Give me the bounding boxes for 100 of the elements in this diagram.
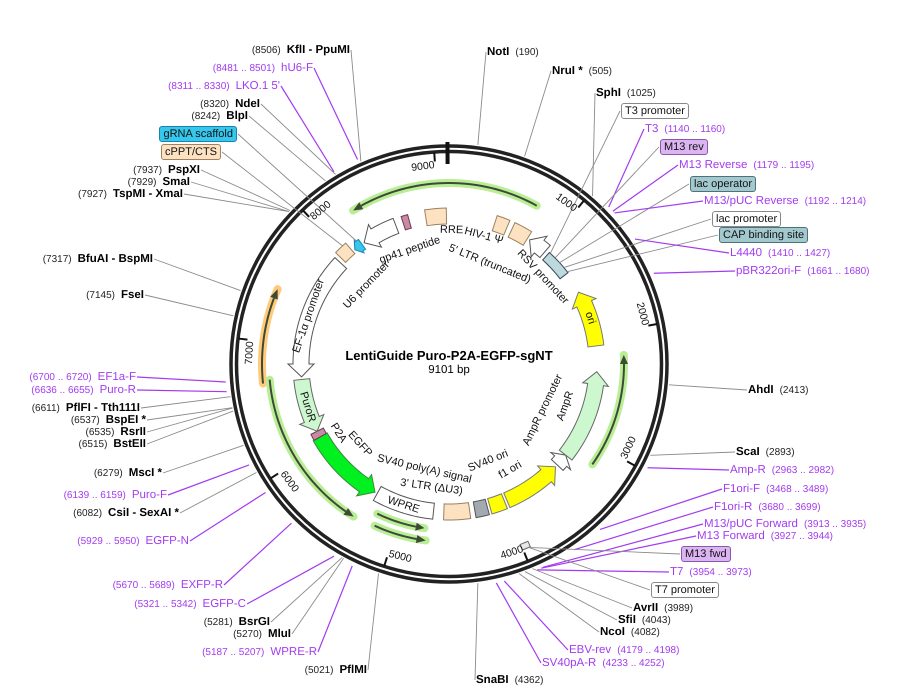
leader-line (270, 557, 343, 622)
leader-line (541, 535, 696, 569)
site-position: (6279) (94, 468, 123, 479)
enzyme-name: BsrGI (238, 616, 270, 628)
leader-line (634, 238, 730, 254)
primer-range: (6700 .. 6720) (29, 372, 92, 383)
site-position: (7317) (42, 254, 72, 265)
primer-range: (3468 .. 3489) (766, 484, 828, 495)
leader-line (146, 410, 234, 444)
leader-line (528, 546, 680, 554)
feature-label: WPRE (386, 494, 421, 516)
leader-line (168, 464, 250, 496)
site-position: (4043) (642, 615, 671, 626)
primer-range: (4233 .. 4252) (602, 658, 665, 669)
site-position: (6082) (73, 508, 102, 519)
primer-range: (3913 .. 3935) (804, 519, 866, 530)
leader-line (668, 384, 748, 390)
leader-line (518, 573, 600, 632)
site-position: (8506) (252, 45, 281, 56)
leader-line (368, 573, 379, 670)
leader-line (154, 258, 241, 292)
scale-label: 3000 (619, 435, 640, 462)
enzyme-name: SnaBI (476, 674, 509, 686)
leader-line (504, 580, 568, 650)
leader-line (136, 389, 227, 392)
site-position: (7145) (86, 290, 115, 301)
primer-range: (3927 .. 3944) (770, 531, 834, 542)
leader-line (554, 146, 660, 258)
enzyme-name: KflI - PpuMI (286, 44, 350, 56)
primer-name: LKO.1 5' (236, 80, 280, 92)
feature-tag: T3 promoter (621, 103, 689, 119)
leader-line (474, 582, 478, 680)
leader-line (224, 522, 292, 586)
enzyme-name: MluI (268, 628, 291, 640)
leader-line (550, 110, 620, 254)
leader-line (559, 184, 690, 264)
site-position: (7937) (133, 165, 162, 176)
leader-line (532, 568, 632, 608)
primer-name: EF1a-F (98, 371, 136, 383)
primer-name: EBV-rev (569, 644, 612, 656)
primer-name: F1ori-R (714, 501, 752, 513)
primer-name: hU6-F (281, 62, 313, 74)
primer-name: F1ori-F (723, 483, 760, 495)
enzyme-name: SmaI (162, 176, 190, 188)
feature-tag: lac promoter (712, 211, 782, 227)
primer-range: (8311 .. 8330) (168, 81, 230, 92)
leader-line (592, 92, 596, 196)
enzyme-name: FseI (120, 289, 144, 301)
primer-range: (1179 .. 1195) (753, 160, 814, 171)
feature-tag: M13 fwd (681, 546, 731, 562)
leader-line (496, 582, 542, 664)
leader-line (136, 376, 226, 383)
leader-line (180, 472, 257, 514)
scale-label: 2000 (633, 302, 650, 327)
leader-line (524, 571, 618, 620)
site-position: (6611) (32, 403, 60, 414)
feature-box (334, 242, 356, 264)
enzyme-name: ScaI (736, 446, 760, 458)
primer-range: (3954 .. 3973) (689, 567, 752, 578)
leader-line (144, 294, 234, 316)
primer-name: SV40pA-R (542, 657, 596, 669)
scaffold-feature (354, 238, 366, 254)
leader-line (280, 86, 334, 172)
feature-tag: T7 promoter (651, 582, 719, 598)
feature-tag: lac operator (690, 176, 756, 192)
leader-line (162, 444, 244, 474)
enzyme-name: CsiI - SexAI * (108, 507, 179, 519)
leader-line (650, 452, 736, 456)
enzyme-name: BfuAI - BspMI (78, 253, 153, 265)
leader-line (350, 50, 362, 162)
enzyme-name: NdeI (235, 98, 260, 110)
primer-name: L4440 (730, 247, 762, 259)
leader-line (528, 546, 650, 590)
enzyme-name: BlpI (226, 110, 248, 122)
leader-line (190, 182, 290, 212)
leader-line (292, 558, 344, 634)
primer-range: (1192 .. 1214) (804, 196, 866, 207)
enzyme-name: AhdI (748, 384, 774, 396)
primer-range: (2963 .. 2982) (772, 465, 834, 476)
leader-line (654, 270, 736, 274)
scale-label: 1000 (553, 192, 579, 214)
primer-name: Puro-R (100, 384, 136, 396)
enzyme-name: PflMI (340, 664, 367, 676)
leader-line (542, 523, 704, 568)
enzyme-name: TspMI - XmaI (112, 188, 183, 200)
scale-label: 5000 (388, 548, 413, 566)
leader-line (260, 104, 336, 175)
map-title: LentiGuide Puro-P2A-EGFP-sgNT (345, 348, 553, 363)
site-position: (8320) (200, 99, 230, 110)
leader-line (608, 128, 645, 208)
site-position: (5270) (233, 629, 262, 640)
enzyme-name: NcoI (600, 626, 625, 638)
enzyme-name: RsrII (120, 426, 146, 438)
leader-line (524, 70, 552, 157)
primer-name: M13/pUC Forward (704, 518, 798, 530)
site-position: (3989) (664, 603, 694, 614)
site-position: (6515) (78, 439, 108, 450)
leader-line (238, 134, 357, 242)
leader-line (190, 492, 266, 542)
leader-line (146, 408, 233, 432)
